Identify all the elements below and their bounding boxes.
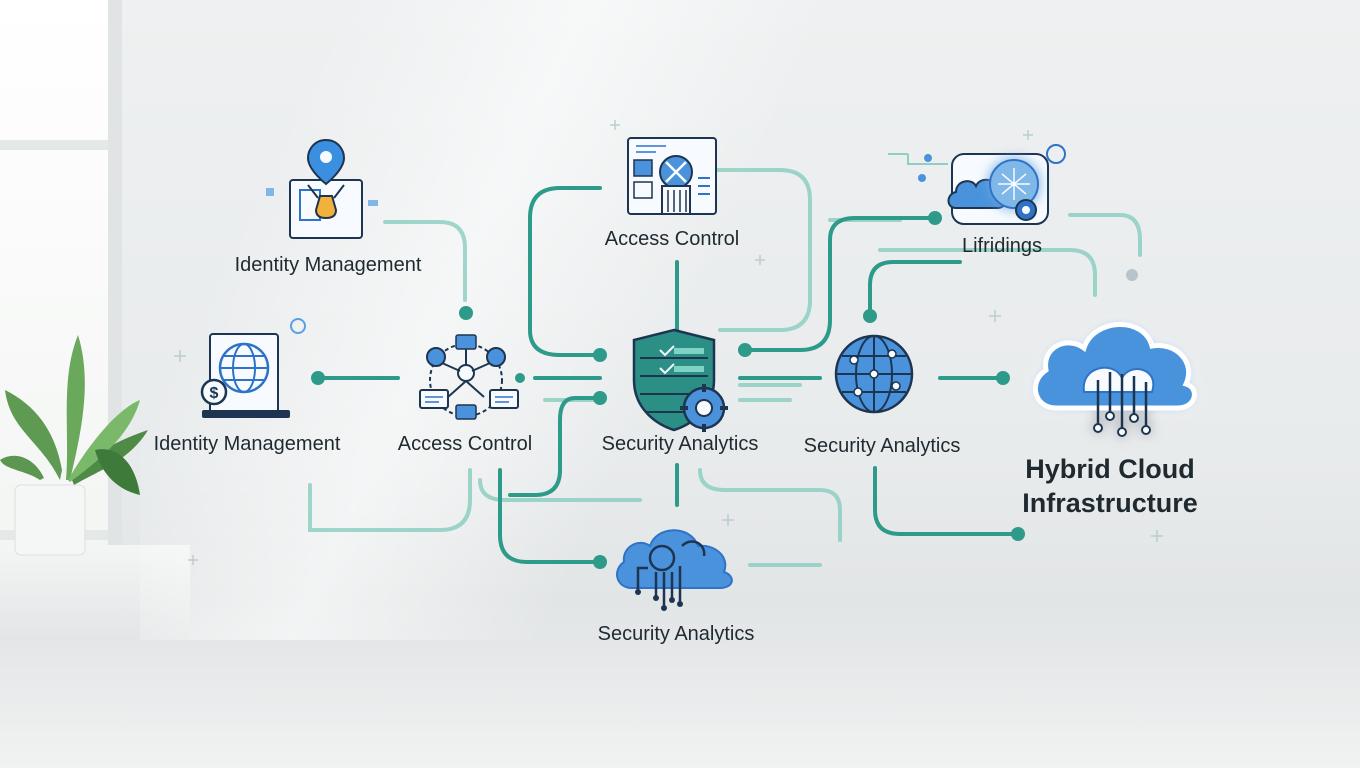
window-frame xyxy=(0,140,120,150)
network-hub-icon xyxy=(419,334,519,420)
connector xyxy=(1068,213,1142,257)
potted-plant-icon xyxy=(0,335,148,556)
connector xyxy=(878,248,1097,297)
hybrid-cloud-label: Hybrid Cloud Infrastructure xyxy=(1022,454,1198,518)
cloud-circuit-icon xyxy=(616,529,733,611)
lifridings-label: Lifridings xyxy=(961,235,1043,257)
connector xyxy=(873,466,1020,536)
connector xyxy=(383,220,467,302)
connector xyxy=(498,468,602,564)
security-analytics-label-center: Security Analytics xyxy=(601,433,759,455)
globe-dollar-icon: $ xyxy=(200,318,306,418)
connector xyxy=(478,478,642,502)
svg-text:$: $ xyxy=(210,385,219,402)
connector xyxy=(738,216,937,352)
cloud-gear-icon xyxy=(888,144,1066,225)
connector xyxy=(528,186,602,357)
connector xyxy=(688,168,812,332)
server-dashboard-icon xyxy=(627,137,717,215)
sparkles xyxy=(174,120,1163,565)
globe-network-icon xyxy=(834,334,914,414)
light-beam xyxy=(140,0,840,640)
hybrid-cloud-icon xyxy=(1033,322,1197,437)
connector xyxy=(698,468,842,542)
connector xyxy=(868,260,962,318)
connector xyxy=(308,468,472,532)
floor xyxy=(0,640,1360,768)
access-control-label: Access Control xyxy=(397,433,533,455)
identity-management-label: Identity Management xyxy=(234,254,422,276)
identity-management-label-left: Identity Management xyxy=(153,433,341,455)
connectors xyxy=(308,168,1142,579)
shield-gear-icon xyxy=(632,328,728,432)
connector xyxy=(508,396,602,497)
security-analytics-label-bottom: Security Analytics xyxy=(597,623,755,645)
security-analytics-label-right: Security Analytics xyxy=(803,435,961,457)
identity-badge-icon xyxy=(266,138,378,239)
access-control-label-top: Access Control xyxy=(604,228,740,250)
